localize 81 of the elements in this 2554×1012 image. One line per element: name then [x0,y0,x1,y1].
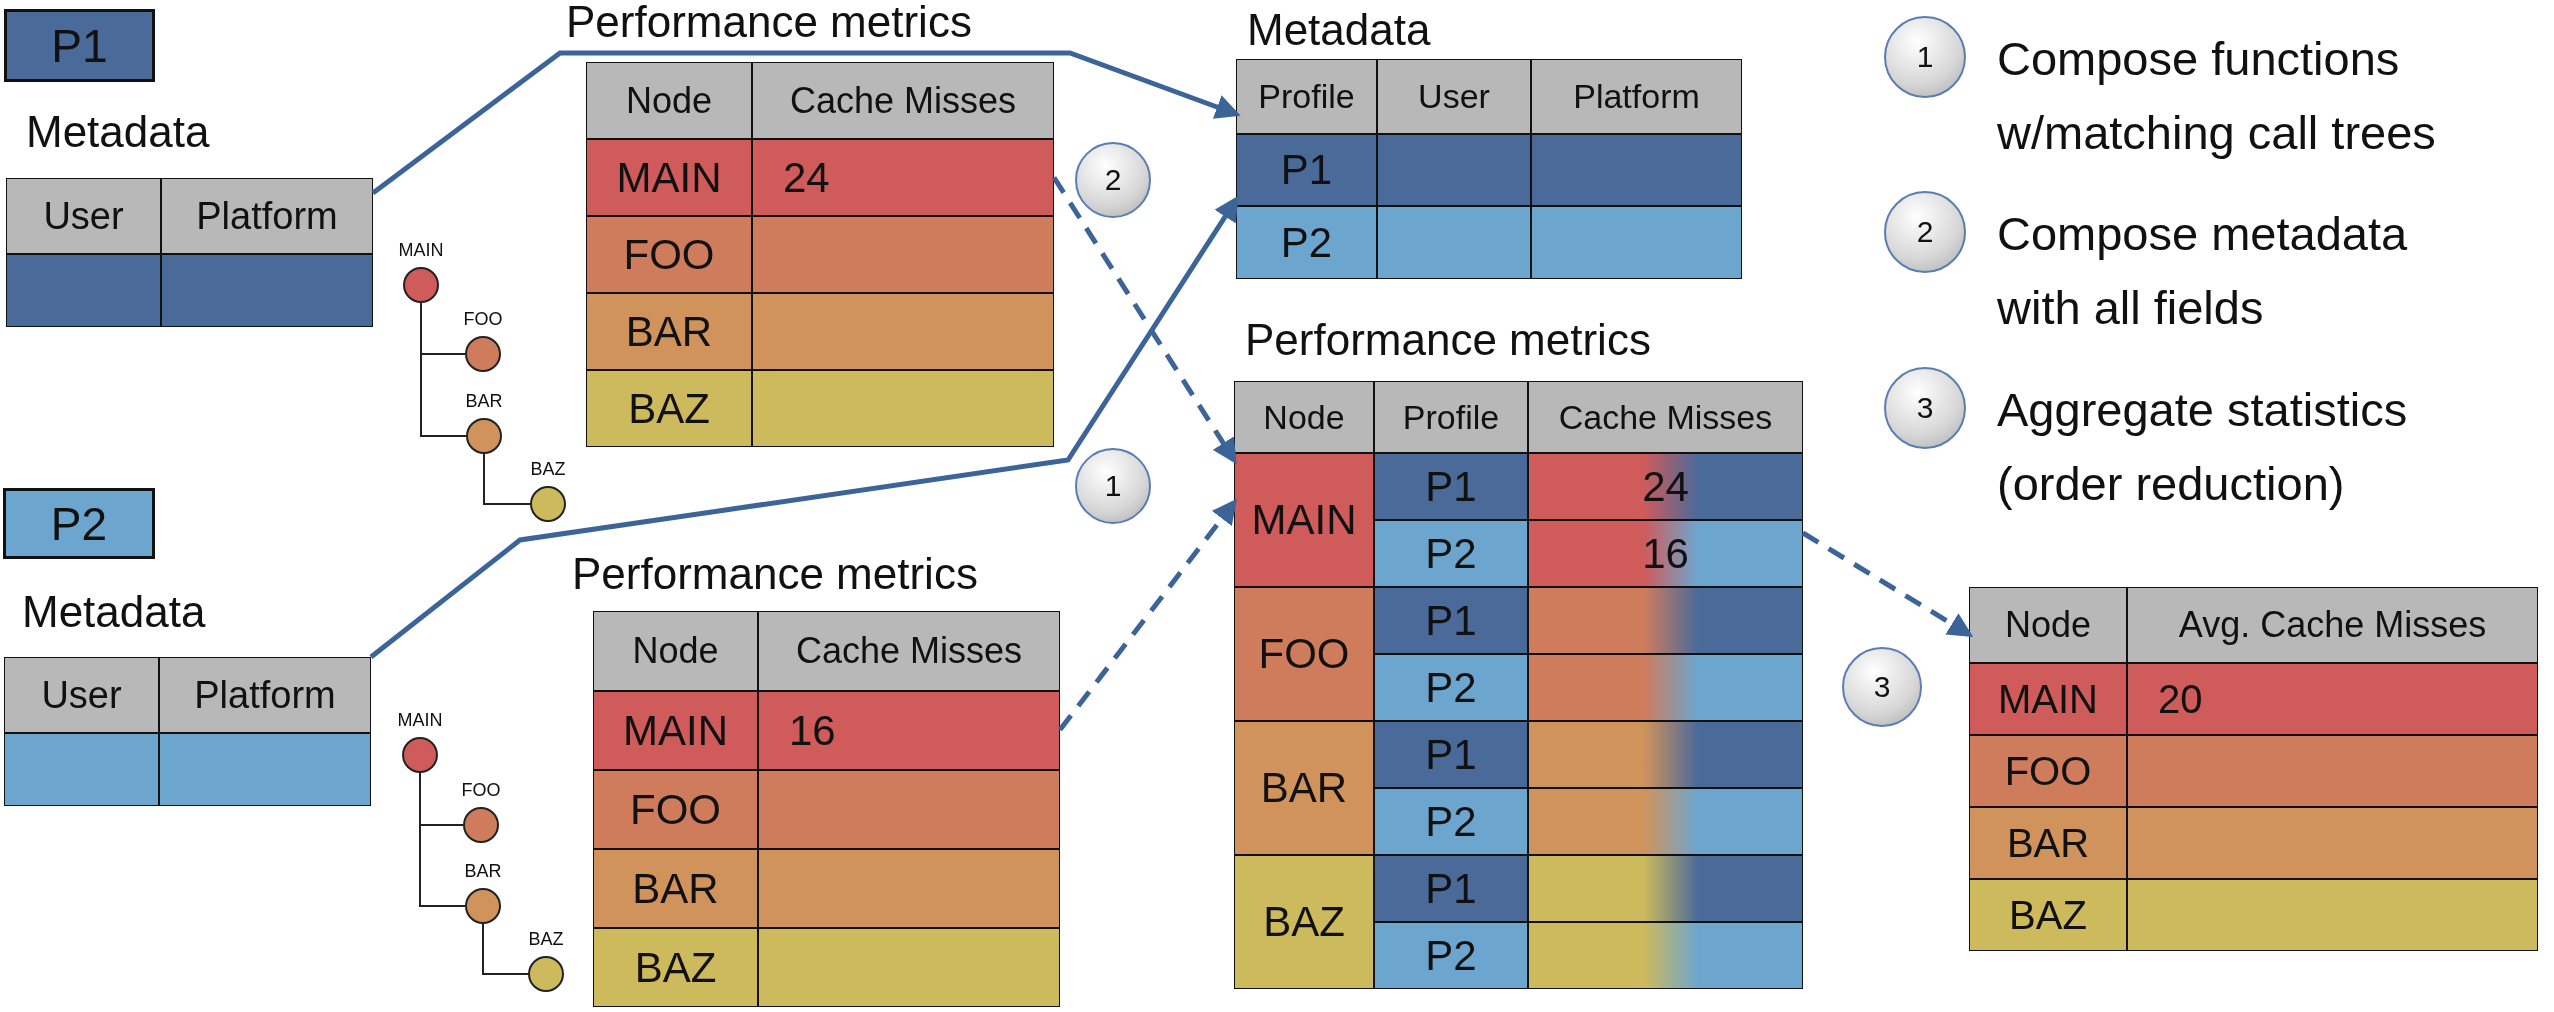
table-cell: 24 [752,139,1054,216]
tree-connector [420,302,467,437]
table-cell: P1 [1374,721,1528,788]
step-description: Aggregate statistics (order reduction) [1997,382,2409,512]
header-cell: Node [1234,381,1374,453]
table-cell: FOO [1969,735,2127,807]
dashed-arrow [1051,176,1237,465]
node-label: MAIN [398,241,444,259]
step-description: Compose metadata with all fields [1997,206,2409,336]
table-cell: FOO [586,216,752,293]
header-cell: Node [586,62,752,139]
table-title: Metadata [1247,8,1431,52]
profile-tag: P2 [3,488,155,559]
table-cell: FOO [1234,587,1374,721]
header-cell: Platform [159,657,371,733]
node-label: MAIN [397,711,443,729]
node-label: BAZ [528,930,564,948]
step-number: 1 [1884,16,1966,98]
table-cell: BAZ [593,928,758,1007]
header-cell: Cache Misses [1528,381,1803,453]
table-cell: BAZ [586,370,752,447]
table-cell: 16 [1528,520,1803,587]
table-title: Performance metrics [566,0,972,44]
table-cell: BAZ [1969,879,2127,951]
header-cell: User [6,178,161,254]
table-cell: BAR [586,293,752,370]
step-description: Compose functions w/matching call trees [1997,31,2437,161]
table-cell: 20 [2127,663,2538,735]
table-cell: BAR [1234,721,1374,855]
arrow [369,195,1239,659]
header-cell: Cache Misses [758,611,1060,691]
table-cell: P2 [1236,206,1377,279]
table-cell: MAIN [586,139,752,216]
table-cell: BAR [1969,807,2127,879]
table-cell: BAR [593,849,758,928]
header-cell: Platform [161,178,373,254]
node-label: BAZ [530,460,566,478]
step-number: 1 [1075,448,1151,524]
header-cell: Node [1969,587,2127,663]
table-title: Metadata [26,110,210,154]
header-cell: Platform [1531,59,1742,134]
table-cell: FOO [593,770,758,849]
header-cell: User [4,657,159,733]
node-label: BAR [465,392,503,410]
profile-tag: P1 [4,9,155,82]
table-cell: P2 [1374,654,1528,721]
table-cell: P2 [1374,922,1528,989]
tree-connector [482,923,529,975]
table-cell: 16 [758,691,1060,770]
node-label: FOO [461,781,501,799]
header-cell: Avg. Cache Misses [2127,587,2538,663]
table-cell: P2 [1374,520,1528,587]
step-number: 2 [1884,191,1966,273]
table-cell: P1 [1236,134,1377,206]
table-cell: MAIN [1969,663,2127,735]
header-cell: Node [593,611,758,691]
header-cell: Cache Misses [752,62,1054,139]
table-cell: P1 [1374,453,1528,520]
table-cell: MAIN [1234,453,1374,587]
header-cell: User [1377,59,1531,134]
header-cell: Profile [1236,59,1377,134]
table-cell: MAIN [593,691,758,770]
table-cell: 24 [1528,453,1803,520]
dashed-arrow [1058,498,1238,732]
node-label: BAR [464,862,502,880]
table-cell: P1 [1374,587,1528,654]
dashed-arrow [1801,530,1974,637]
step-number: 3 [1842,647,1922,727]
table-title: Performance metrics [1245,318,1651,362]
table-cell: BAZ [1234,855,1374,989]
header-cell: Profile [1374,381,1528,453]
table-title: Performance metrics [572,552,978,596]
table-title: Metadata [22,590,206,634]
table-cell: P1 [1374,855,1528,922]
table-cell: P2 [1374,788,1528,855]
tree-connector [419,772,466,907]
arrow [371,50,1241,195]
node-label: FOO [463,310,503,328]
tree-connector [483,453,531,505]
step-number: 3 [1884,367,1966,449]
step-number: 2 [1075,142,1151,218]
